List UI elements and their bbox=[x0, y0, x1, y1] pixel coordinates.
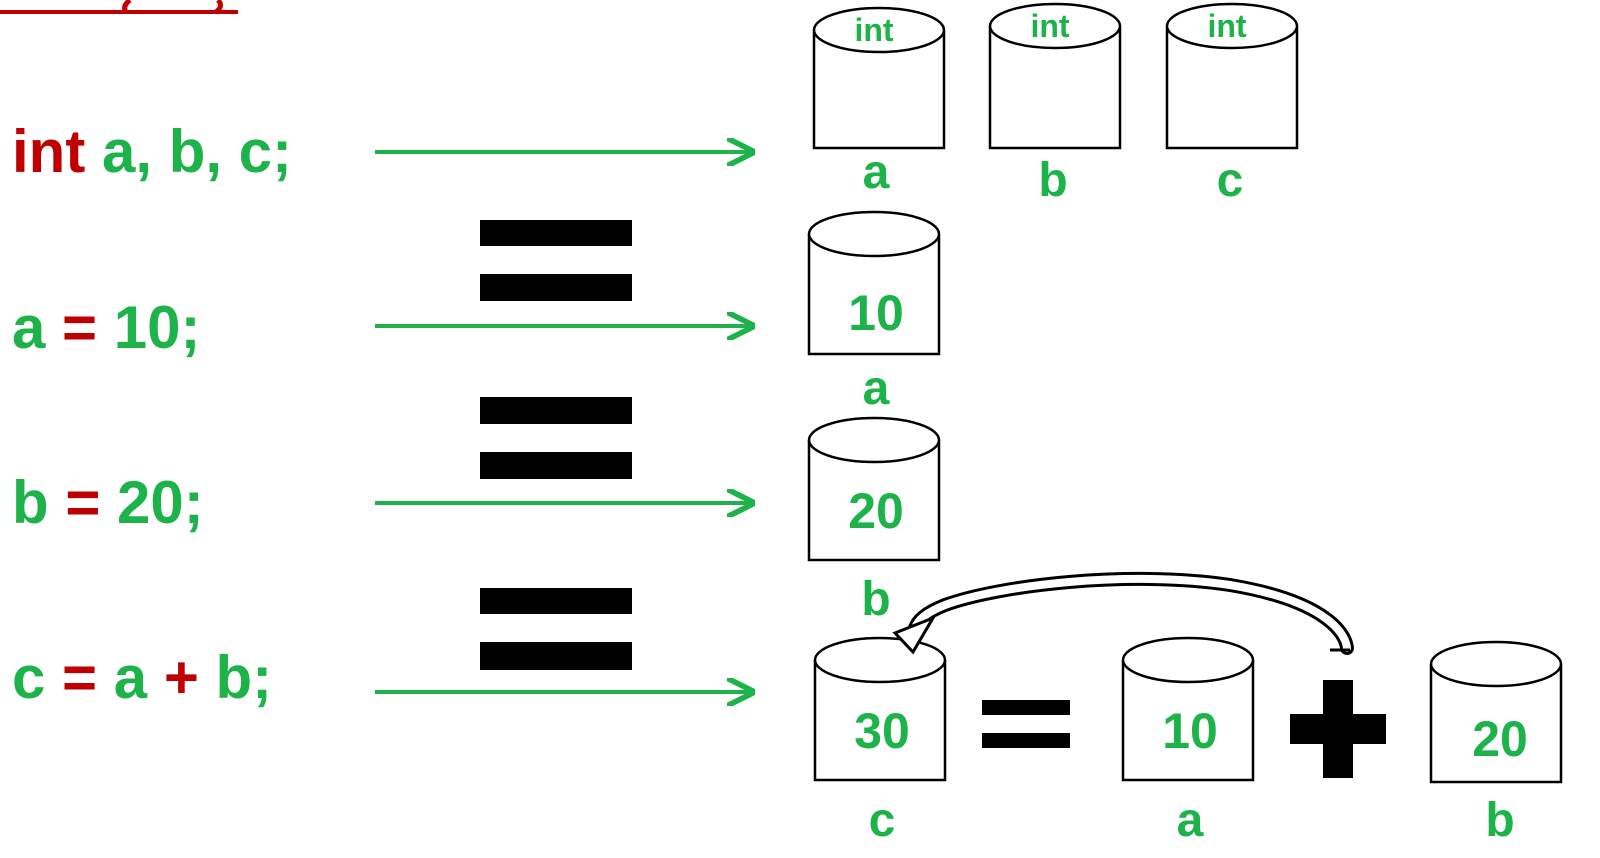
var-label: b bbox=[1038, 154, 1067, 207]
type-label: int bbox=[854, 12, 893, 48]
cell-value: 10 bbox=[1162, 703, 1218, 759]
equals-icon bbox=[480, 397, 632, 479]
code-line-assign-a: a = 10; bbox=[12, 294, 200, 361]
equals-icon bbox=[480, 588, 632, 670]
var-label: c bbox=[869, 794, 896, 847]
equals-icon bbox=[982, 700, 1070, 748]
memory-cell-c-declared: int c bbox=[1165, 2, 1299, 207]
var-label: c bbox=[1217, 154, 1244, 207]
var-label: b bbox=[1485, 794, 1514, 847]
cell-value: 30 bbox=[854, 703, 910, 759]
var-label: a bbox=[863, 362, 890, 415]
type-label: int bbox=[1207, 8, 1246, 44]
var-label: a bbox=[863, 146, 890, 199]
memory-cell-a-operand: 10 a bbox=[1121, 636, 1255, 847]
plus-icon bbox=[1290, 680, 1386, 778]
memory-cell-a-declared: int a bbox=[812, 6, 946, 199]
equals-icon bbox=[480, 220, 632, 301]
type-label: int bbox=[1030, 8, 1069, 44]
memory-cell-a: 10 a bbox=[807, 210, 941, 415]
code-line-assign-b: b = 20; bbox=[12, 469, 204, 536]
cell-value: 20 bbox=[1472, 711, 1528, 767]
memory-cell-b-declared: int b bbox=[988, 2, 1122, 207]
cell-value: 20 bbox=[848, 483, 904, 539]
title-fragment bbox=[0, 0, 238, 14]
var-label: a bbox=[1177, 794, 1204, 847]
cell-value: 10 bbox=[848, 285, 904, 341]
code-line-declare: int a, b, c; bbox=[12, 118, 292, 185]
code-line-sum: c = a + b; bbox=[12, 644, 272, 711]
memory-cell-b: 20 b bbox=[807, 416, 941, 626]
memory-cell-c-result: 30 c bbox=[813, 636, 947, 847]
memory-cell-b-operand: 20 b bbox=[1429, 640, 1563, 847]
curved-arrow-icon bbox=[892, 571, 1354, 655]
var-label: b bbox=[861, 573, 890, 626]
